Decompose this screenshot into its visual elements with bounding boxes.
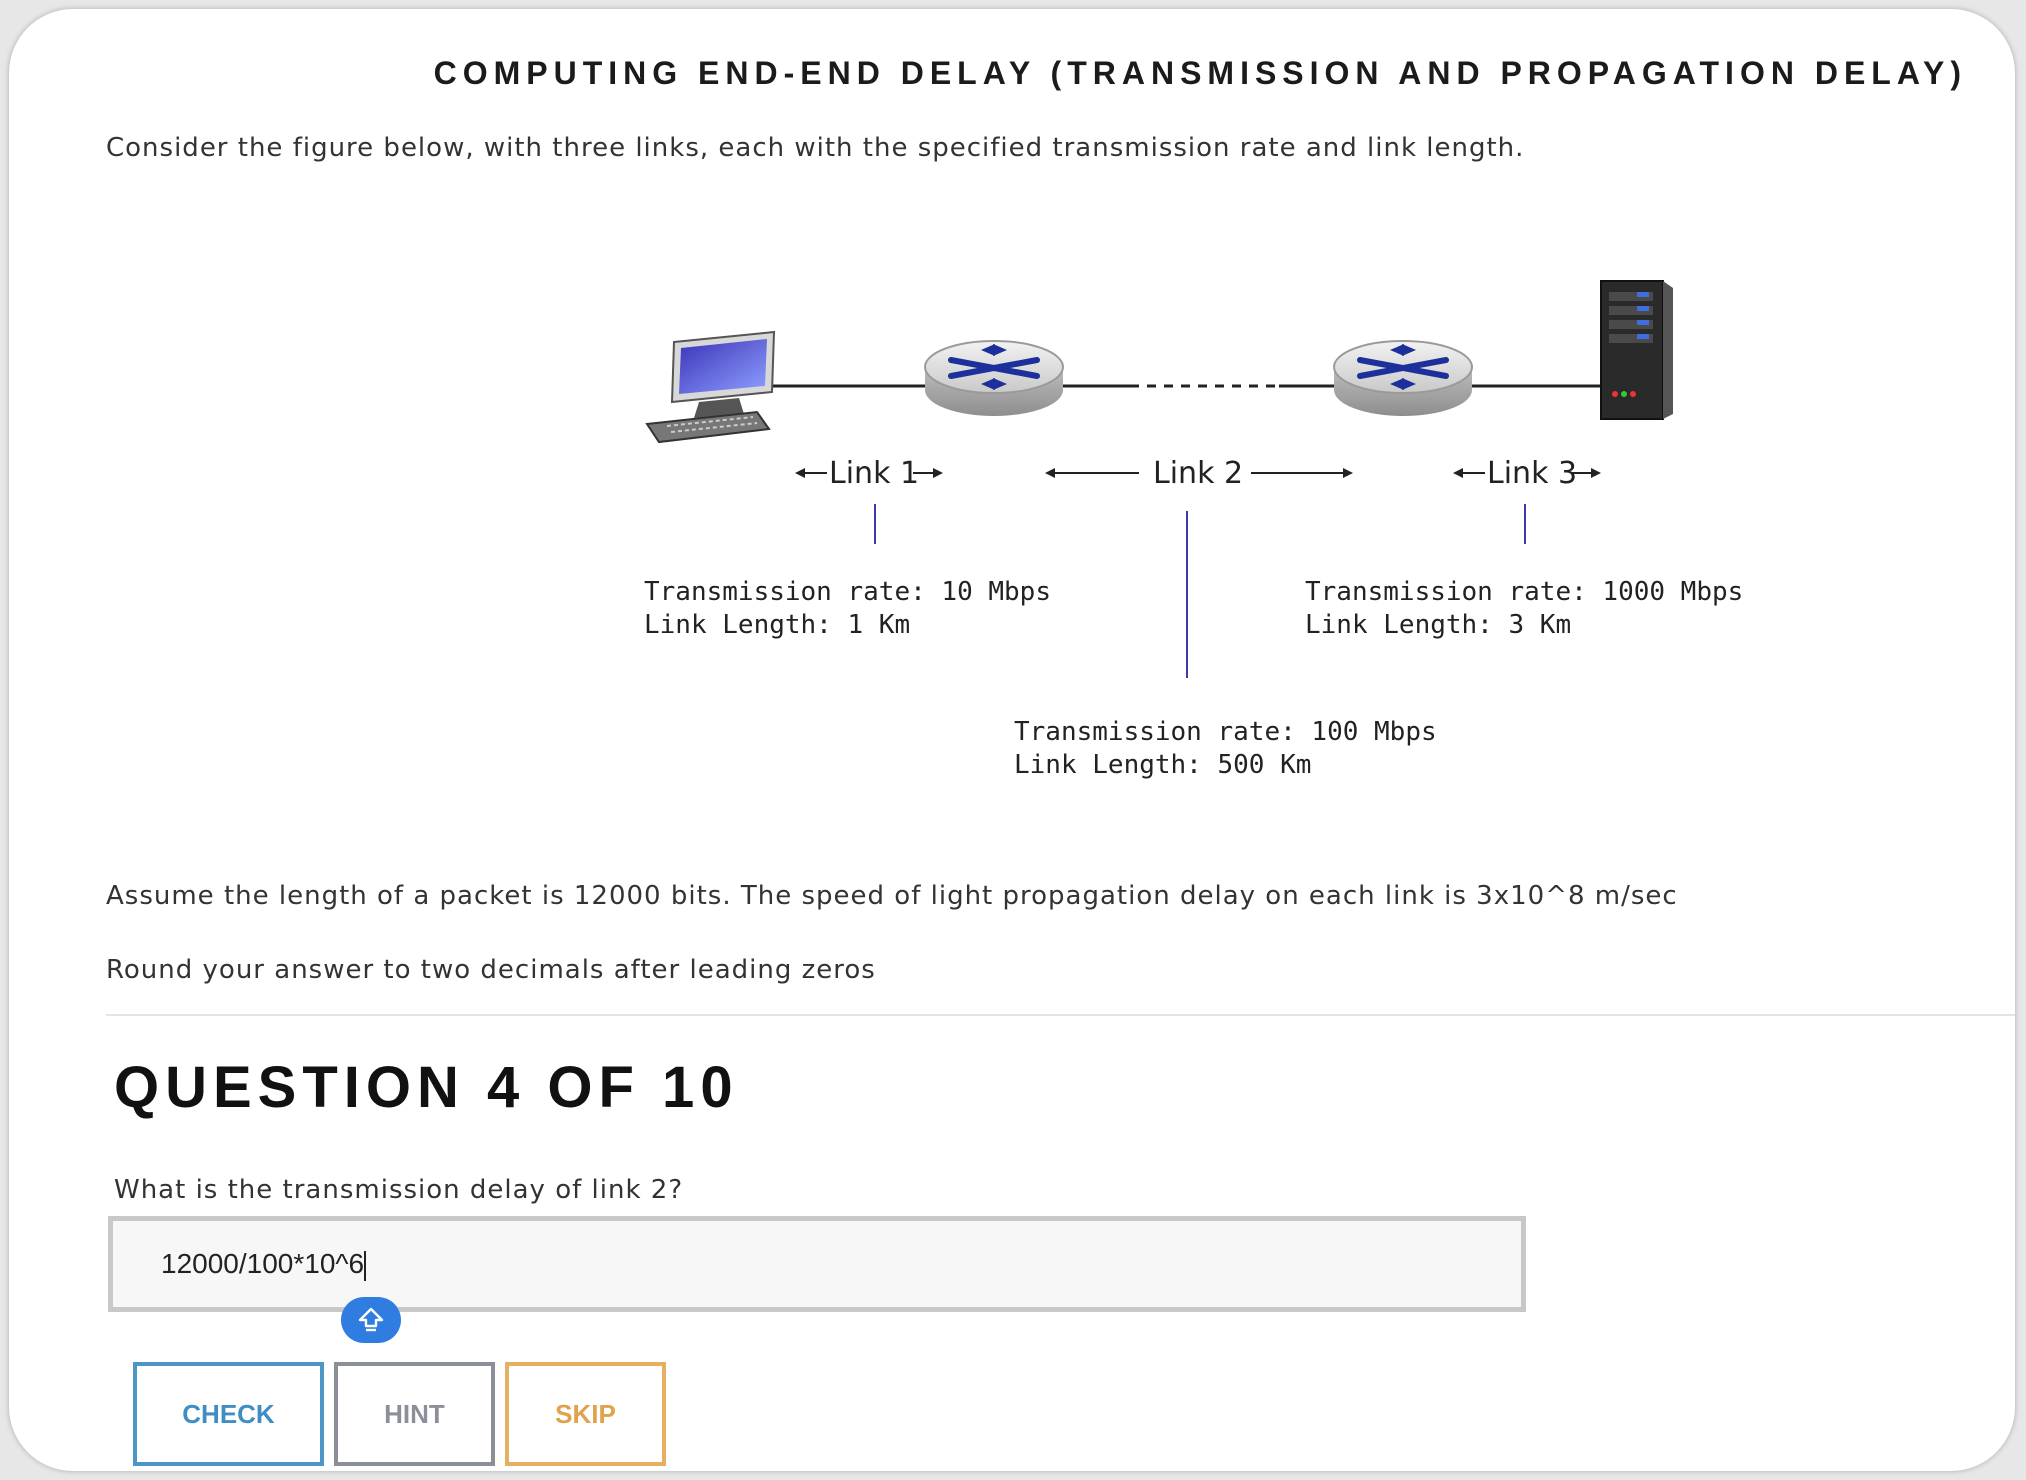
text-caret — [364, 1250, 367, 1281]
answer-input[interactable]: 12000/100*10^6 — [108, 1216, 1526, 1312]
rounding-text: Round your answer to two decimals after … — [106, 955, 876, 985]
check-button[interactable]: CHECK — [133, 1362, 324, 1466]
link3-length: Link Length: 3 Km — [1305, 610, 1571, 640]
link2-rate: Transmission rate: 100 Mbps — [1014, 717, 1437, 747]
link2-length: Link Length: 500 Km — [1014, 750, 1311, 780]
network-figure: Link 1 Link 2 Link 3 Transmission rate: … — [629, 264, 1779, 804]
keyboard-shift-badge[interactable] — [341, 1297, 401, 1343]
server-icon — [1600, 280, 1673, 420]
page-title: COMPUTING END-END DELAY (TRANSMISSION AN… — [433, 55, 1967, 91]
question-heading: QUESTION 4 OF 10 — [114, 1055, 739, 1120]
question-card: COMPUTING END-END DELAY (TRANSMISSION AN… — [9, 9, 2015, 1471]
link2-label: Link 2 — [1153, 456, 1243, 491]
intro-text: Consider the figure below, with three li… — [106, 133, 1525, 163]
link1-rate: Transmission rate: 10 Mbps — [644, 577, 1051, 607]
computer-icon — [645, 330, 776, 444]
question-prompt: What is the transmission delay of link 2… — [114, 1175, 684, 1205]
router-icon — [1333, 340, 1473, 416]
skip-button[interactable]: SKIP — [505, 1362, 666, 1466]
hint-button[interactable]: HINT — [334, 1362, 495, 1466]
link1-length: Link Length: 1 Km — [644, 610, 910, 640]
assumption-text: Assume the length of a packet is 12000 b… — [106, 881, 1678, 911]
shift-icon — [358, 1307, 384, 1332]
link3-rate: Transmission rate: 1000 Mbps — [1305, 577, 1743, 607]
answer-value: 12000/100*10^6 — [161, 1248, 365, 1279]
router-icon — [924, 340, 1064, 416]
link1-label: Link 1 — [829, 456, 919, 491]
divider — [106, 1014, 2015, 1016]
link3-label: Link 3 — [1487, 456, 1577, 491]
